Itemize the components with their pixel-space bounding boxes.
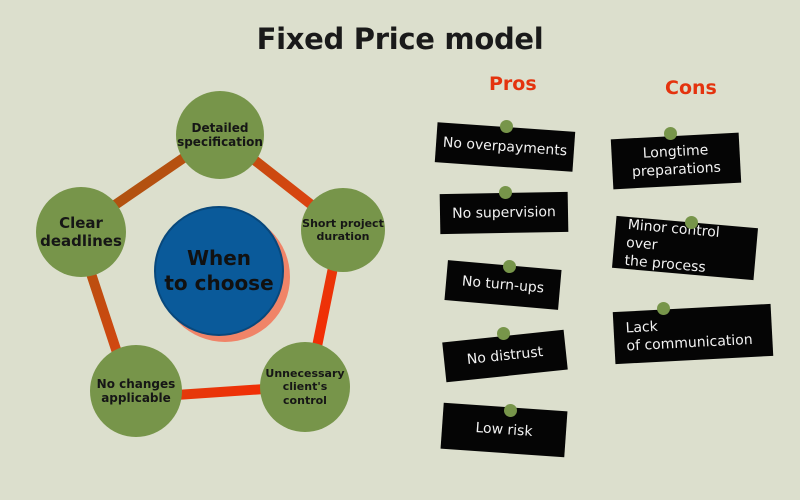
- node-clear-deadlines: Clear deadlines: [36, 187, 126, 277]
- pros-heading: Pros: [489, 73, 537, 95]
- node-label-line-2: applicable: [101, 391, 171, 405]
- center-line-2: to choose: [164, 271, 274, 295]
- cons-card-longtime-preparations: Longtime preparations: [610, 132, 742, 190]
- node-unnecessary-client-control: Unnecessary client's control: [260, 342, 350, 432]
- node-label-line-1: Unnecessary: [265, 367, 345, 381]
- cons-card-lack-of-communication: Lack of communication: [612, 303, 774, 365]
- pin-icon: [503, 260, 516, 273]
- node-label-line-1: No changes: [96, 376, 176, 391]
- node-label-line-1: Short project: [302, 216, 384, 230]
- card-text-line-2: preparations: [631, 159, 722, 181]
- pin-icon: [499, 186, 512, 199]
- card-text: No distrust: [466, 343, 544, 368]
- center-line-1: When: [186, 246, 252, 270]
- pin-icon: [497, 327, 510, 340]
- node-short-project-duration: Short project duration: [301, 188, 385, 272]
- pin-icon: [664, 127, 677, 140]
- node-label-line-1: Detailed: [191, 120, 249, 135]
- node-label-line-2: duration: [316, 230, 370, 243]
- pin-icon: [685, 216, 698, 229]
- pin-icon: [657, 302, 670, 315]
- node-label-line-2: deadlines: [40, 232, 122, 250]
- pin-icon: [500, 120, 513, 133]
- card-text: No overpayments: [442, 134, 568, 160]
- node-no-changes-applicable: No changes applicable: [90, 345, 182, 437]
- pin-icon: [504, 404, 517, 417]
- center-circle: When to choose: [154, 206, 284, 336]
- page-title: Fixed Price model: [256, 22, 544, 56]
- card-text: No supervision: [452, 204, 556, 222]
- node-label-line-2: client's control: [282, 380, 328, 407]
- card-text: No turn-ups: [461, 273, 545, 297]
- node-detailed-specification: Detailed specification: [176, 91, 264, 179]
- node-label-line-2: specification: [177, 135, 263, 149]
- node-label-line-1: Clear: [59, 214, 103, 232]
- card-text: Low risk: [474, 419, 534, 440]
- cons-heading: Cons: [665, 77, 717, 99]
